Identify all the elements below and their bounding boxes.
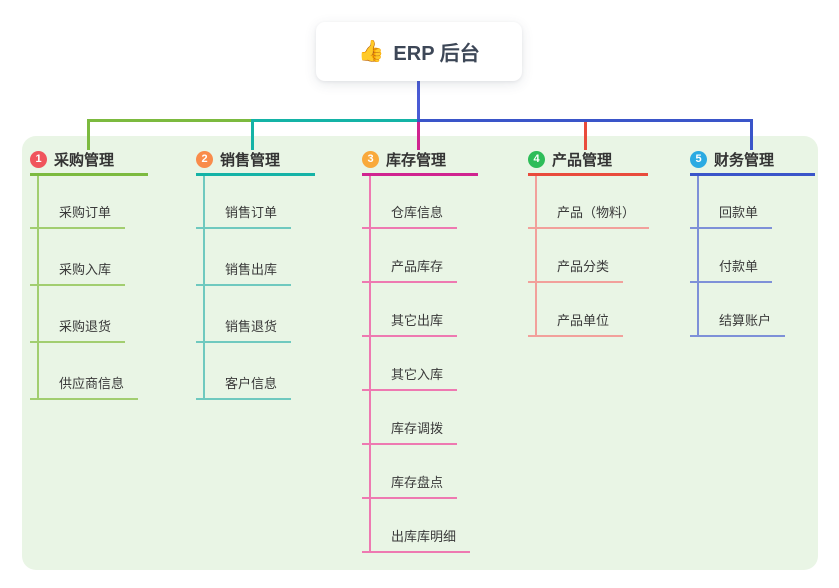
branch-header-product[interactable]: 4 产品管理 [528,146,648,176]
connector-drop-inventory [417,122,420,150]
child-node[interactable]: 库存盘点 [362,473,458,499]
child-node[interactable]: 产品库存 [362,257,458,283]
child-node[interactable]: 产品分类 [528,257,624,283]
branch-label: 库存管理 [386,152,447,169]
branch-children: 仓库信息 产品库存 其它出库 其它入库 库存调拨 库存盘点 出库库明细 [362,176,478,553]
child-node[interactable]: 仓库信息 [362,203,458,229]
branch-number-badge: 1 [30,151,47,168]
child-node[interactable]: 回款单 [690,203,773,229]
child-node[interactable]: 客户信息 [196,374,292,400]
branch-inventory: 3 库存管理 仓库信息 产品库存 其它出库 其它入库 库存调拨 库存盘点 出库库… [362,146,478,553]
connector-drop-product [584,122,587,150]
child-node[interactable]: 采购入库 [30,260,126,286]
child-node[interactable]: 供应商信息 [30,374,139,400]
root-title: ERP 后台 [393,43,480,65]
child-node[interactable]: 销售订单 [196,203,292,229]
branch-finance: 5 财务管理 回款单 付款单 结算账户 [690,146,815,337]
branch-product: 4 产品管理 产品（物料） 产品分类 产品单位 [528,146,650,337]
branch-children: 采购订单 采购入库 采购退货 供应商信息 [30,176,148,400]
child-node[interactable]: 销售出库 [196,260,292,286]
root-connector-line [417,81,420,122]
branch-label: 产品管理 [552,152,613,169]
child-node[interactable]: 产品（物料） [528,203,650,229]
branch-number-badge: 2 [196,151,213,168]
child-node[interactable]: 出库库明细 [362,527,471,553]
branch-number-badge: 3 [362,151,379,168]
child-node[interactable]: 付款单 [690,257,773,283]
thumbs-up-icon: 👍 [358,39,385,63]
branch-header-inventory[interactable]: 3 库存管理 [362,146,478,176]
root-node[interactable]: 👍 ERP 后台 [316,22,522,81]
child-node[interactable]: 采购订单 [30,203,126,229]
child-node[interactable]: 产品单位 [528,311,624,337]
branch-label: 财务管理 [714,152,775,169]
child-node[interactable]: 其它出库 [362,311,458,337]
branch-header-purchase[interactable]: 1 采购管理 [30,146,148,176]
connector-drop-finance [750,119,753,150]
connector-drop-purchase [87,119,90,150]
branch-number-badge: 4 [528,151,545,168]
branch-sales: 2 销售管理 销售订单 销售出库 销售退货 客户信息 [196,146,315,400]
branch-number-badge: 5 [690,151,707,168]
branch-label: 销售管理 [220,152,281,169]
branch-label: 采购管理 [54,152,115,169]
branch-children: 产品（物料） 产品分类 产品单位 [528,176,650,337]
connector-drop-sales [251,119,254,150]
child-node[interactable]: 采购退货 [30,317,126,343]
branch-purchase: 1 采购管理 采购订单 采购入库 采购退货 供应商信息 [30,146,148,400]
branch-children: 回款单 付款单 结算账户 [690,176,815,337]
connector-bus-sales [251,119,420,122]
branch-children: 销售订单 销售出库 销售退货 客户信息 [196,176,315,400]
child-node[interactable]: 其它入库 [362,365,458,391]
child-node[interactable]: 结算账户 [690,311,786,337]
child-node[interactable]: 销售退货 [196,317,292,343]
child-node[interactable]: 库存调拨 [362,419,458,445]
connector-bus-finance [417,119,753,122]
branch-header-sales[interactable]: 2 销售管理 [196,146,315,176]
branch-header-finance[interactable]: 5 财务管理 [690,146,815,176]
